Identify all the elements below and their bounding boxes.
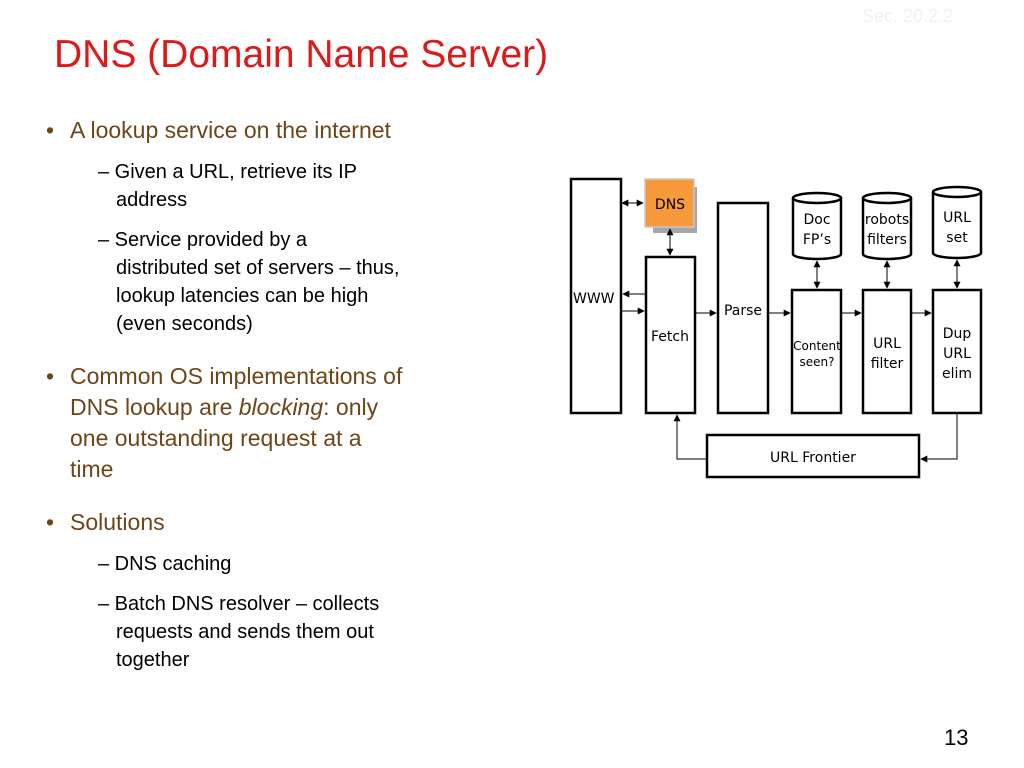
emphasis-text: blocking xyxy=(238,394,324,420)
robots-filters-label: filters xyxy=(867,232,907,248)
sub-bullet-line: – Service provided by a xyxy=(98,229,308,251)
sub-bullet-line: – Batch DNS resolver – collects xyxy=(98,593,380,615)
sub-bullet-line: – DNS caching xyxy=(98,553,232,575)
page-number: 13 xyxy=(944,725,969,750)
slide-title: DNS (Domain Name Server) xyxy=(54,33,549,76)
doc-fps-store: Doc FP’s xyxy=(791,191,843,261)
bullet-dot-icon: • xyxy=(46,363,55,389)
url-filter-box xyxy=(861,288,913,415)
url-filter-label: filter xyxy=(871,356,904,372)
url-filter-label: URL xyxy=(873,336,901,352)
sub-bullet-line: (even seconds) xyxy=(116,313,253,335)
bullet-text: DNS lookup are blocking: only xyxy=(70,394,379,420)
bullet-dot-icon: • xyxy=(46,509,55,535)
robots-filters-store: robots filters xyxy=(861,191,913,261)
diagram-connectors xyxy=(621,199,961,463)
section-reference: Sec. 20.2.2 xyxy=(862,6,954,26)
parse-box xyxy=(716,201,770,415)
dns-box xyxy=(644,178,695,228)
sub-bullet-line: address xyxy=(116,189,188,211)
bullet-text: A lookup service on the internet xyxy=(70,117,391,143)
url-set-label: URL xyxy=(943,210,971,226)
bullet-dot-icon: • xyxy=(46,117,55,143)
bullet-text: Common OS implementations of xyxy=(70,363,403,389)
fetch-box xyxy=(644,255,697,415)
bullet-text: time xyxy=(70,456,114,482)
url-set-store: URL set xyxy=(931,185,983,260)
sub-bullet-line: distributed set of servers – thus, xyxy=(116,257,400,279)
url-set-label: set xyxy=(946,230,968,246)
sub-bullet-line: requests and sends them out xyxy=(116,621,374,643)
doc-fps-label: Doc xyxy=(803,212,830,228)
robots-filters-label: robots xyxy=(865,212,909,228)
parse-label: Parse xyxy=(724,303,762,319)
url-frontier-label: URL Frontier xyxy=(770,450,856,466)
dup-url-elim-label: Dup xyxy=(943,326,972,342)
content-seen-box xyxy=(790,288,843,415)
url-frontier-box xyxy=(705,433,921,479)
dns-label: DNS xyxy=(655,197,685,213)
bullet-list: • A lookup service on the internet – Giv… xyxy=(0,0,402,671)
sub-bullet-line: lookup latencies can be high xyxy=(116,285,369,307)
www-box xyxy=(569,177,623,415)
sub-bullet-line: – Given a URL, retrieve its IP xyxy=(98,161,357,183)
fetch-label: Fetch xyxy=(651,329,689,345)
bullet-text: one outstanding request at a xyxy=(70,425,362,451)
sub-bullet-line: together xyxy=(116,649,190,671)
doc-fps-label: FP’s xyxy=(803,232,831,248)
content-seen-label: seen? xyxy=(800,355,835,369)
dup-url-elim-label: URL xyxy=(943,346,971,362)
dup-url-elim-label: elim xyxy=(942,366,972,382)
dup-url-elim-box xyxy=(931,288,983,415)
bullet-text: Solutions xyxy=(70,509,165,535)
www-label: WWW xyxy=(573,291,615,307)
content-seen-label: Content xyxy=(793,339,841,353)
